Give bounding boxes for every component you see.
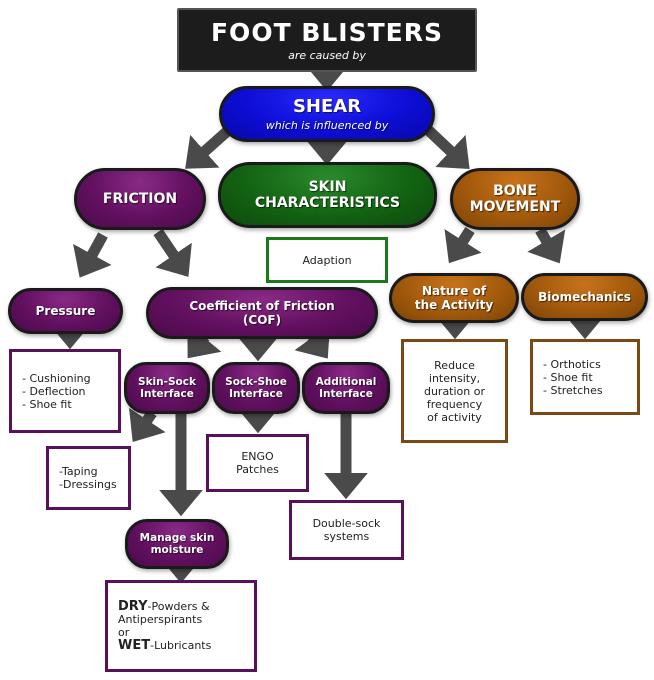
sock-shoe-line1: Sock-Shoe [225, 376, 287, 388]
friction-label: FRICTION [102, 191, 178, 207]
dry-wet-box: DRY-Powders & Antiperspirants or WET-Lub… [105, 580, 257, 672]
dry-wet-line2: Antiperspirants [118, 613, 203, 626]
moisture-line2: moisture [150, 544, 204, 556]
bone-line1: BONE [493, 183, 537, 199]
pressure-item: - Deflection [22, 384, 86, 398]
arrow-bone-to-nature [444, 227, 482, 264]
skin-char-line2: CHARACTERISTICS [254, 195, 401, 211]
manage-moisture-node: Manage skin moisture [125, 519, 229, 569]
moisture-line1: Manage skin [139, 532, 215, 544]
nature-line2: the Activity [414, 298, 494, 312]
pressure-node: Pressure [8, 288, 123, 334]
engo-line: ENGO [241, 450, 274, 463]
biomech-item: - Orthotics [543, 357, 601, 371]
skin-characteristics-node: SKIN CHARACTERISTICS [218, 162, 437, 228]
biomechanics-box: - Orthotics - Shoe fit - Stretches [530, 339, 640, 415]
nature-line1: Nature of [421, 284, 487, 298]
arrow-friction-to-pressure [73, 232, 112, 278]
skin-sock-line1: Skin-Sock [138, 376, 196, 388]
adaption-box: Adaption [266, 237, 388, 283]
arrow-bone-to-biomechanics [527, 227, 566, 264]
shear-node: SHEAR which is influenced by [219, 86, 435, 142]
wet-label: WET [118, 638, 151, 653]
double-sock-line: Double-sock [312, 517, 381, 530]
arrow-friction-to-cof [153, 228, 192, 277]
biomech-item: - Stretches [543, 383, 603, 397]
bone-line2: MOVEMENT [469, 199, 561, 215]
additional-line2: Interface [319, 388, 373, 400]
sock-shoe-node: Sock-Shoe Interface [212, 362, 300, 414]
cof-line1: Coefficient of Friction [189, 299, 335, 313]
pressure-box: - Cushioning - Deflection - Shoe fit [9, 349, 121, 433]
engo-box: ENGO Patches [206, 434, 309, 492]
reduce-line: frequency [426, 397, 483, 411]
pressure-item: - Cushioning [22, 371, 91, 385]
arrow-shear-to-bone [421, 122, 470, 170]
reduce-line: Reduce [434, 358, 475, 372]
arrow-skinsock-to-taping [129, 407, 166, 442]
double-sock-line: systems [323, 530, 370, 543]
bone-movement-node: BONE MOVEMENT [450, 168, 580, 230]
shear-subtitle: which is influenced by [265, 118, 389, 132]
taping-item: -Dressings [59, 478, 117, 491]
reduce-activity-box: Reduce intensity, duration or frequency … [401, 339, 508, 443]
title-subtitle: are caused by [288, 49, 366, 62]
reduce-line: of activity [427, 410, 482, 424]
friction-node: FRICTION [74, 168, 206, 230]
pressure-label: Pressure [35, 304, 96, 318]
additional-line1: Additional [315, 376, 377, 388]
skin-sock-line2: Interface [140, 388, 194, 400]
biomechanics-node: Biomechanics [521, 273, 648, 321]
taping-box: -Taping -Dressings [46, 446, 131, 510]
adaption-text: Adaption [302, 253, 352, 267]
reduce-line: intensity, [428, 371, 481, 385]
engo-line: Patches [236, 463, 279, 476]
double-sock-box: Double-sock systems [289, 500, 404, 560]
wet-text: -Lubricants [150, 639, 212, 652]
biomechanics-label: Biomechanics [538, 290, 631, 304]
biomech-item: - Shoe fit [543, 370, 593, 384]
skin-sock-node: Skin-Sock Interface [124, 362, 210, 414]
title-box: FOOT BLISTERS are caused by [177, 8, 477, 72]
nature-activity-node: Nature of the Activity [389, 273, 519, 323]
taping-item: -Taping [59, 465, 98, 478]
sock-shoe-line2: Interface [229, 388, 283, 400]
dry-label: DRY [118, 599, 148, 614]
dry-wet-line3: or [118, 626, 130, 639]
title-text: FOOT BLISTERS [210, 18, 444, 47]
skin-char-line1: SKIN [308, 179, 347, 195]
additional-node: Additional Interface [302, 362, 390, 414]
reduce-line: duration or [423, 384, 486, 398]
shear-label: SHEAR [292, 95, 362, 117]
cof-line2: (COF) [242, 313, 282, 327]
dry-text: -Powders & [147, 600, 210, 613]
pressure-item: - Shoe fit [22, 397, 72, 411]
cof-node: Coefficient of Friction (COF) [146, 287, 378, 339]
